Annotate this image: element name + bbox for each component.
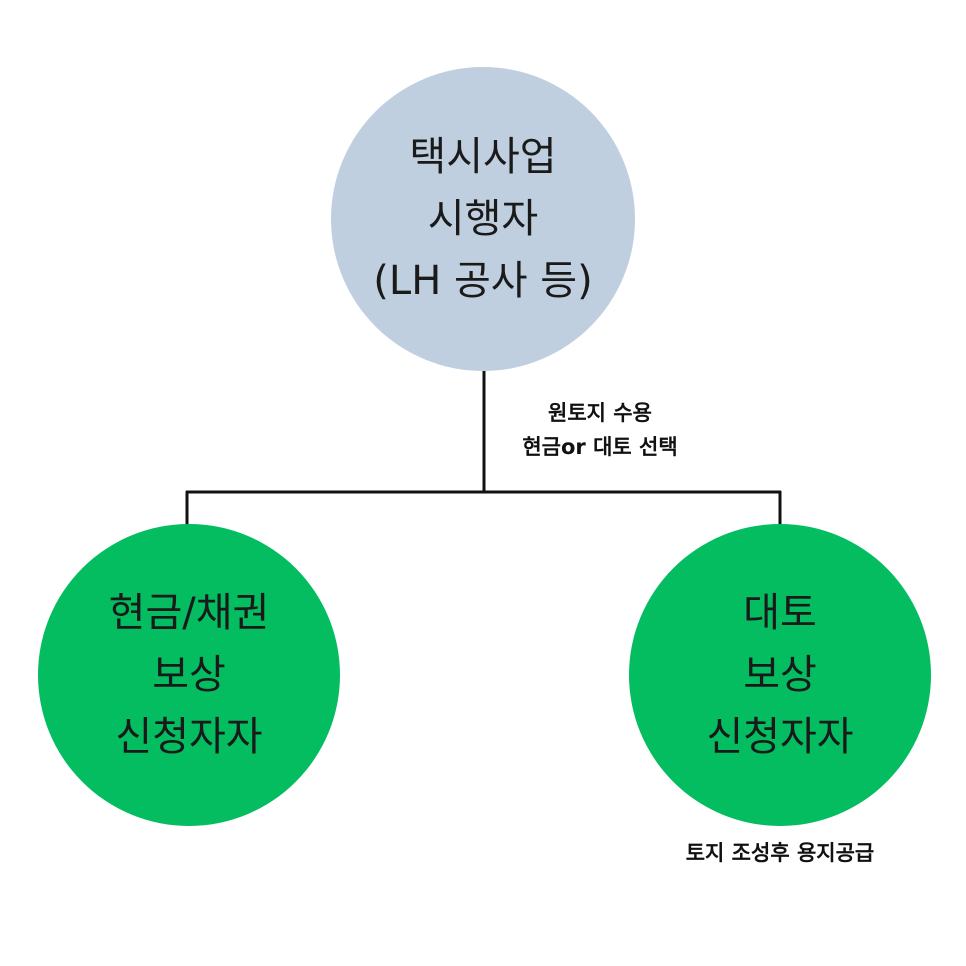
edge-label-line-1: 원토지 수용 xyxy=(548,401,652,425)
cash-node-line-1: 현금/채권 xyxy=(108,590,270,636)
edge-label: 원토지 수용 현금or 대토 선택 xyxy=(490,396,710,464)
developer-node-line-3: (LH 공사 등) xyxy=(373,258,593,304)
developer-node-line-1: 택시사업 xyxy=(409,134,557,180)
land-compensation-node: 대토 보상 신청자자 xyxy=(629,524,931,826)
land-supply-note: 토지 조성후 용지공급 xyxy=(685,841,875,865)
edge-label-line-2: 현금or 대토 선택 xyxy=(522,435,678,459)
land-node-line-2: 보상 xyxy=(743,652,817,698)
developer-node-line-2: 시행자 xyxy=(427,196,539,242)
cash-node-line-2: 보상 xyxy=(152,652,226,698)
land-node-line-3: 신청자자 xyxy=(706,714,854,760)
land-node-line-1: 대토 xyxy=(743,590,817,636)
cash-compensation-node: 현금/채권 보상 신청자자 xyxy=(38,524,340,826)
developer-node: 택시사업 시행자 (LH 공사 등) xyxy=(331,67,635,371)
cash-node-line-3: 신청자자 xyxy=(115,714,263,760)
